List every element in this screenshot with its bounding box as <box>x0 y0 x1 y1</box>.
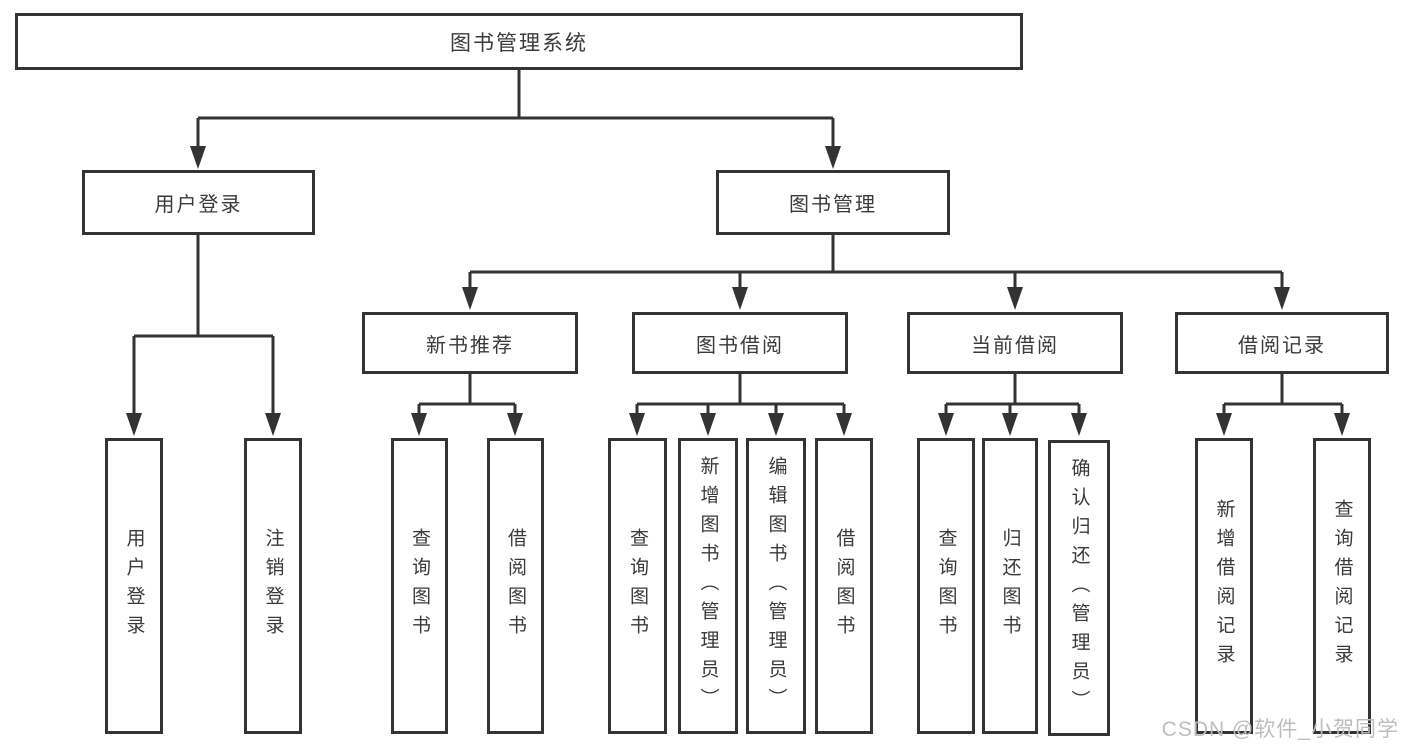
connector-user-login-children <box>132 235 275 414</box>
node-label: 编辑图书（管理员） <box>765 455 787 717</box>
node-label: 图书管理系统 <box>450 31 588 55</box>
node-label: 当前借阅 <box>971 334 1059 357</box>
node-root-library-system: 图书管理系统 <box>15 13 1023 70</box>
node-label: 借阅记录 <box>1238 334 1326 357</box>
node-label: 用户登录 <box>154 194 243 216</box>
node-user-login: 用户登录 <box>82 170 315 235</box>
node-label: 查询借阅记录 <box>1331 499 1353 673</box>
node-label: 查询图书 <box>409 528 430 644</box>
leaf-query-borrow-record: 查询借阅记录 <box>1313 438 1371 734</box>
node-label: 图书管理 <box>789 194 877 216</box>
leaf-newbook-borrow-books: 借阅图书 <box>487 438 544 734</box>
arrowheads-book-mgmt-children <box>462 287 1290 310</box>
node-label: 图书借阅 <box>696 334 784 357</box>
arrowheads-user-login-children <box>126 413 281 436</box>
node-label: 归还图书 <box>999 528 1021 644</box>
node-current-borrow: 当前借阅 <box>907 312 1123 374</box>
node-label: 查询图书 <box>935 528 957 644</box>
node-label: 新增图书（管理员） <box>697 455 719 717</box>
node-label: 借阅图书 <box>833 528 855 644</box>
connector-root-to-level1 <box>196 69 835 147</box>
connector-borrow-children <box>635 374 846 414</box>
node-label: 注销登录 <box>262 528 284 644</box>
leaf-logout: 注销登录 <box>244 438 302 734</box>
leaf-borrow-query-books: 查询图书 <box>608 438 667 734</box>
leaf-newbook-query-books: 查询图书 <box>391 438 448 734</box>
node-label: 用户登录 <box>123 528 145 644</box>
connector-current-children <box>944 374 1081 414</box>
leaf-edit-books-admin: 编辑图书（管理员） <box>746 438 806 734</box>
node-label: 查询图书 <box>627 528 648 644</box>
node-label: 确认归还（管理员） <box>1068 457 1090 719</box>
arrowheads-current-children <box>938 413 1087 436</box>
node-book-borrow: 图书借阅 <box>632 312 848 374</box>
node-borrow-record: 借阅记录 <box>1175 312 1389 374</box>
node-label: 新增借阅记录 <box>1213 499 1235 673</box>
leaf-user-login: 用户登录 <box>105 438 163 734</box>
leaf-confirm-return-admin: 确认归还（管理员） <box>1048 440 1110 736</box>
node-book-management: 图书管理 <box>716 170 950 235</box>
arrowheads-record-children <box>1216 413 1350 436</box>
arrowheads-level1 <box>190 146 841 169</box>
csdn-watermark: CSDN @软件_小贺同学 <box>1161 718 1399 741</box>
connector-record-children <box>1222 374 1344 414</box>
connector-book-mgmt-children <box>468 235 1284 288</box>
arrowheads-borrow-children <box>629 413 852 436</box>
leaf-current-query-books: 查询图书 <box>917 438 975 734</box>
leaf-borrow-books: 借阅图书 <box>815 438 873 734</box>
node-new-book-recommend: 新书推荐 <box>362 312 578 374</box>
leaf-add-books-admin: 新增图书（管理员） <box>678 438 738 734</box>
node-label: 借阅图书 <box>505 528 526 644</box>
leaf-add-borrow-record: 新增借阅记录 <box>1195 438 1253 734</box>
arrowheads-new-book-children <box>411 413 523 436</box>
leaf-return-books: 归还图书 <box>982 438 1038 734</box>
node-label: 新书推荐 <box>426 334 514 357</box>
connector-new-book-children <box>417 374 517 414</box>
